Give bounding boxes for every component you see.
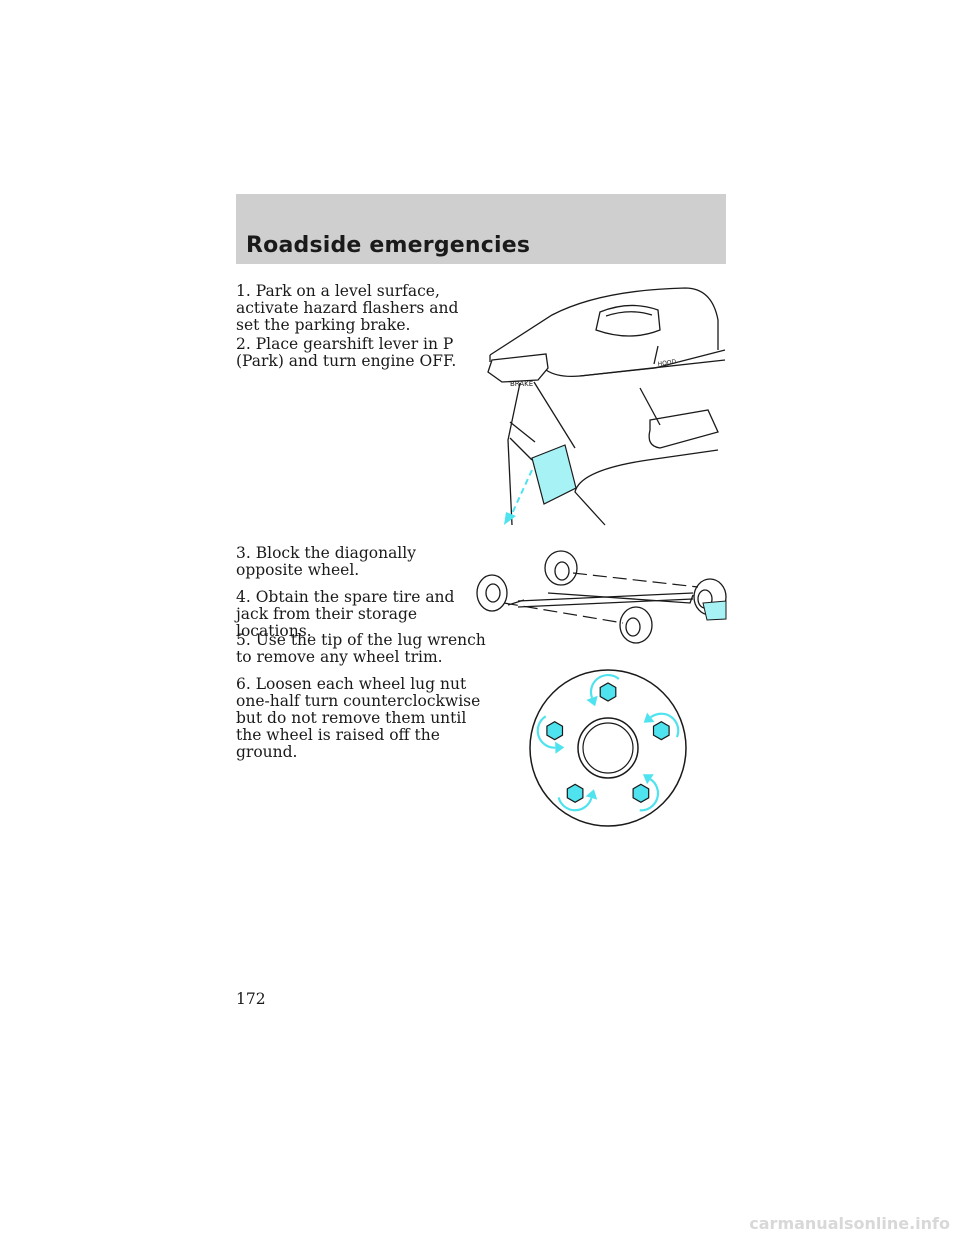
counterclockwise-arrow-icon [557,797,593,812]
hood-label: HOOD [657,358,677,368]
lug-nut-icon [546,721,564,741]
arrowhead-icon [586,695,598,707]
lug-nut-icon [566,783,584,803]
step-6: 6. Loosen each wheel lug nut one-half tu… [236,675,481,761]
step-3: 3. Block the diagonally opposite wheel. [236,544,416,579]
section-title: Roadside emergencies [246,233,531,258]
site-watermark: carmanualsonline.info [749,1214,950,1233]
counterclockwise-arrow-icon [650,712,680,738]
step-4: 4. Obtain the spare tire and jack from t… [236,588,455,640]
step-1: 1. Park on a level surface, activate haz… [236,282,459,334]
step-5: 5. Use the tip of the lug wrench to remo… [236,631,486,666]
page-number: 172 [236,990,266,1008]
arrowhead-icon [643,712,655,723]
lug-nut-icon [599,682,617,702]
arrowhead-icon [585,789,598,800]
lug-nut-hub-illustration [529,669,687,827]
lug-nut-icon [652,721,670,741]
brake-label: BRAKE [510,380,533,388]
step-2: 2. Place gearshift lever in P (Park) and… [236,335,457,370]
arrowhead-icon [555,741,565,754]
wheel-block-illustration [476,550,727,644]
parking-brake-illustration: BRAKE HOOD [487,287,726,526]
counterclockwise-arrow-icon [639,778,660,812]
lug-nut-icon [632,783,650,803]
arrowhead-icon [643,774,654,785]
counterclockwise-arrow-icon [589,674,620,699]
counterclockwise-arrow-icon [536,715,556,749]
section-header-band: Roadside emergencies [236,194,726,264]
